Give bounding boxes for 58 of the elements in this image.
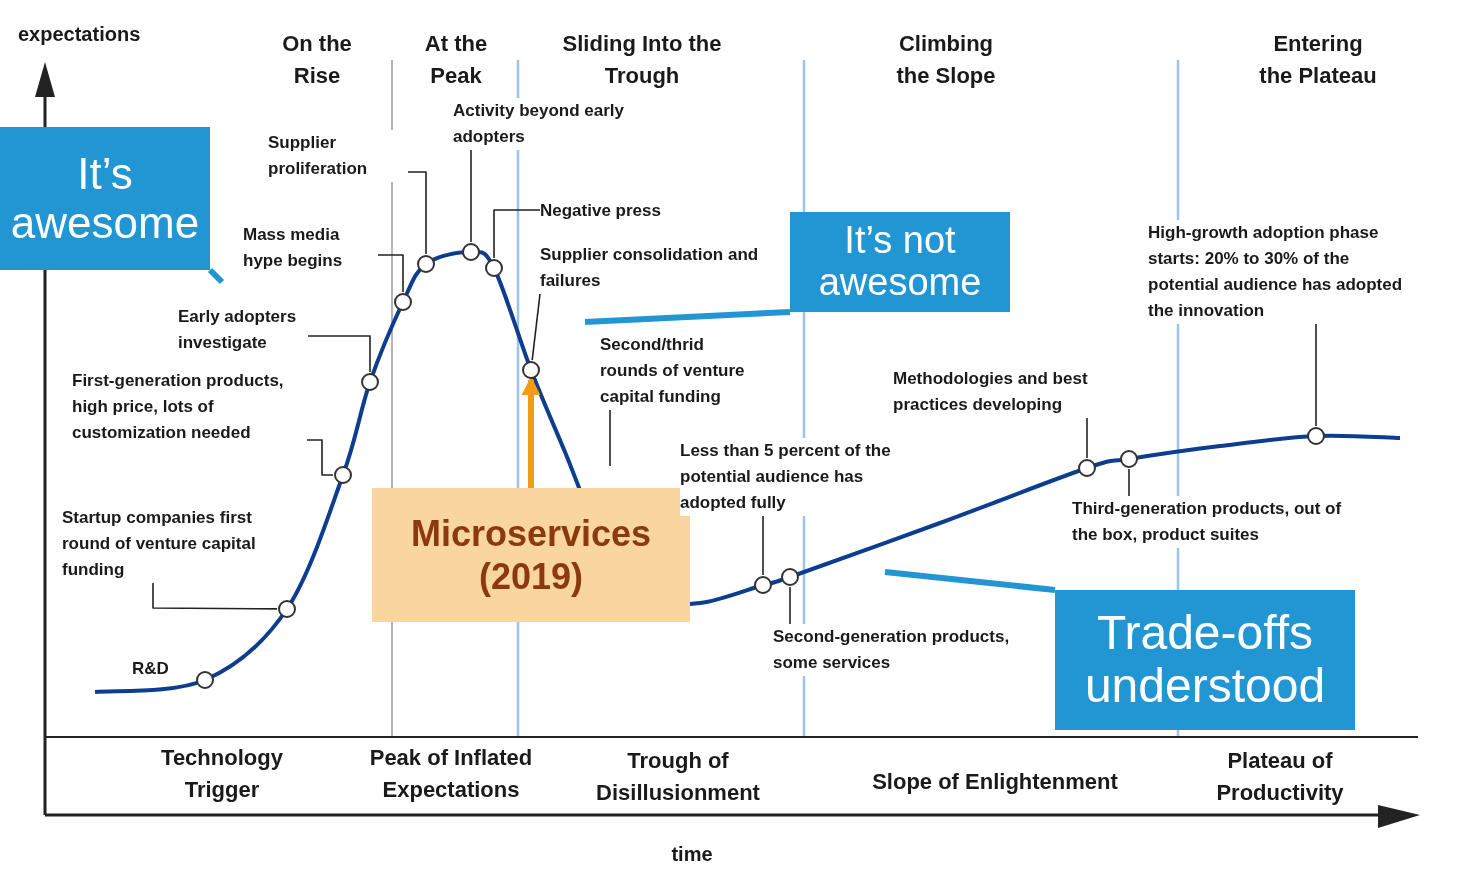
leader-line [306, 439, 334, 476]
curve-marker [394, 293, 412, 311]
curve-marker [781, 568, 799, 586]
leader-line [1315, 323, 1317, 427]
curve-marker [522, 361, 540, 379]
curve-marker [196, 671, 214, 689]
callout-bubble: It’s awesome [0, 127, 210, 270]
curve-marker [334, 466, 352, 484]
phase-label: Technology Trigger [160, 744, 284, 804]
phase-label: Climbing the Slope [895, 30, 997, 90]
phase-label: Sliding Into the Trough [562, 30, 722, 90]
curve-marker [1120, 450, 1138, 468]
axis-label: expectations [18, 22, 142, 47]
phase-label: Slope of Enlightenment [871, 768, 1119, 796]
phase-label: Plateau of Productivity [1215, 747, 1345, 807]
phase-label: Trough of Disillusionment [595, 747, 761, 807]
node-label: Startup companies first round of venture capital funding [62, 508, 256, 579]
node-label: Mass media hype begins [243, 225, 343, 270]
curve-marker [361, 373, 379, 391]
callout-bubble: It’s not awesome [790, 212, 1010, 312]
leader-line [531, 293, 541, 361]
leader-line [493, 209, 541, 259]
leader-line [1128, 468, 1130, 497]
leader-line [762, 515, 764, 576]
leader-line [1086, 417, 1088, 459]
curve-marker [417, 255, 435, 273]
curve-marker [278, 600, 296, 618]
leader-line [609, 409, 611, 467]
node-label: Second/thrid rounds of venture capital funding [600, 335, 745, 406]
node-label: Supplier consolidation and failures [540, 245, 759, 290]
phase-label: Entering the Plateau [1258, 30, 1378, 90]
arrow [521, 376, 541, 488]
leader-line [152, 582, 278, 610]
node-label: Negative press [540, 201, 661, 220]
axis-label: time [670, 842, 714, 867]
curve-marker [754, 576, 772, 594]
phase-label: Peak of Inflated Expectations [368, 744, 534, 804]
node-label: Third-generation products, out of the box, product suites [1072, 499, 1342, 544]
node-label: Second-generation products, some services [773, 627, 1010, 672]
leader-line [789, 586, 791, 625]
callout-tail [584, 309, 791, 325]
phase-label: On the Rise [281, 30, 353, 90]
node-label: Supplier proliferation [268, 133, 368, 178]
curve-marker [485, 259, 503, 277]
node-label: Methodologies and best practices developing [893, 369, 1088, 414]
curve-marker [1078, 459, 1096, 477]
callout-tail [207, 267, 225, 285]
callout-bubble: Trade-offs understood [1055, 590, 1355, 730]
phase-label: At the Peak [423, 30, 489, 90]
leader-line [377, 254, 404, 293]
curve-marker [1307, 427, 1325, 445]
leader-line [407, 171, 427, 255]
curve-marker [462, 243, 480, 261]
leader-line [470, 149, 472, 243]
leader-line [307, 335, 371, 373]
node-label: Early adopters investigate [178, 307, 297, 352]
node-label: First-generation products, high price, lots of customization needed [72, 371, 284, 442]
callout-tail [884, 569, 1056, 593]
